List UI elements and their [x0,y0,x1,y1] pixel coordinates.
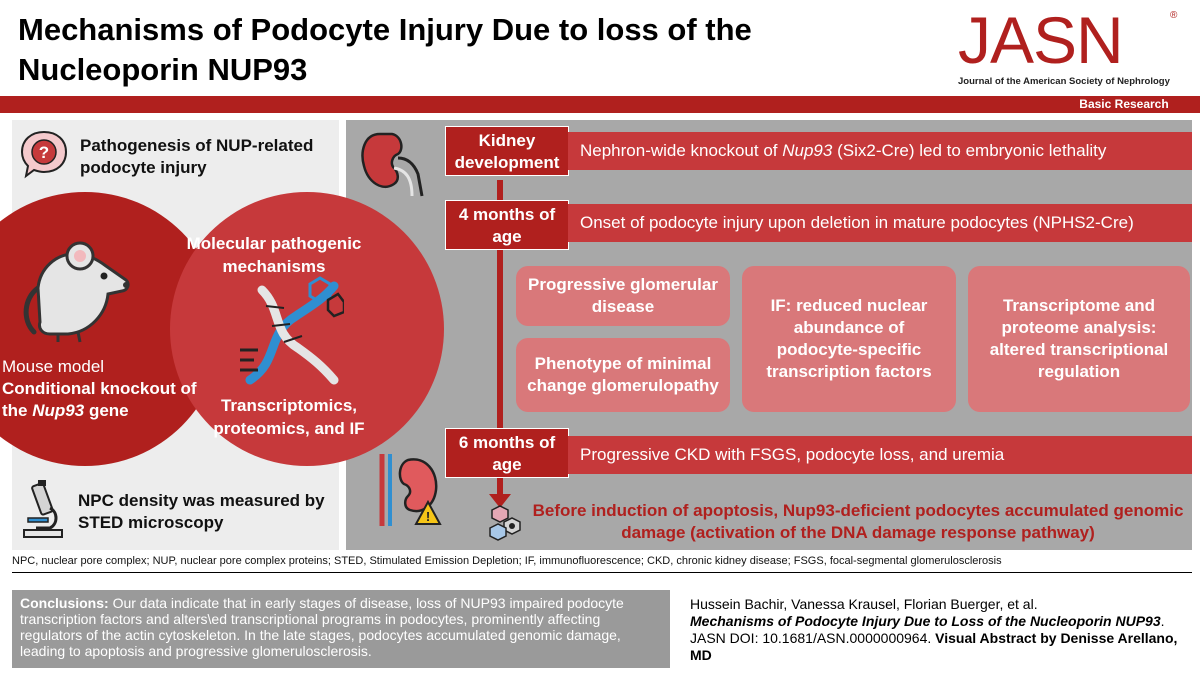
molecular-mechanisms-circle [170,192,444,466]
jasn-logo: JASN ® Journal of the American Society o… [952,2,1182,87]
kidney-icon [361,132,424,197]
header-bar [0,96,1200,112]
four-months-bar: Onset of podocyte injury upon deletion i… [568,204,1192,242]
kidney-development-bar: Nephron-wide knockout of Nup93 (Six2-Cre… [568,132,1192,170]
citation-credit: Visual Abstract by Denisse Arellano, MD [690,630,1178,663]
microscope-icon [23,480,63,538]
dna-damage-icon [489,505,521,541]
section-badge: Basic Research [1048,96,1200,113]
box-phenotype: Phenotype of minimal change glomerulopat… [516,338,730,412]
abbreviations: NPC, nuclear pore complex; NUP, nuclear … [12,555,1002,567]
citation-doi: . JASN DOI: 10.1681/ASN.0000000964. [690,613,1165,646]
footer-divider [12,572,1192,573]
knockout-label: Conditional knockout of the [2,379,197,420]
logo-word: JASN [958,3,1124,77]
molecular-mechanisms-title: Molecular pathogenic mechanisms [186,234,362,276]
damaged-kidney-icon: ! [379,454,442,526]
citation-authors: Hussein Bachir, Vanessa Krausel, Florian… [690,596,1038,612]
citation: Hussein Bachir, Vanessa Krausel, Florian… [690,596,1190,664]
pathogenesis-text: Pathogenesis of NUP-related podocyte inj… [80,136,314,177]
conclusions-box: Conclusions: Our data indicate that in e… [12,590,670,668]
timeline-arrowhead [489,494,511,508]
logo-registered-mark: ® [1170,10,1178,21]
box-progressive-disease: Progressive glomerular disease [516,266,730,326]
svg-text:!: ! [426,509,430,524]
mouse-model-label: Mouse model [2,357,105,376]
logo-subtitle: Journal of the American Society of Nephr… [958,76,1170,87]
stage-kidney-development: Kidney development [445,126,569,176]
question-speech-icon: ? [20,130,68,179]
timeline-line [497,180,503,498]
citation-title: Mechanisms of Podocyte Injury Due to Los… [690,613,1161,629]
kidney-development-text: Nephron-wide knockout of [580,141,778,160]
npc-density-text: NPC density was measured by STED microsc… [78,491,325,532]
knockout-gene-suffix: gene [88,401,129,420]
stage-4-months: 4 months of age [445,200,569,250]
page-title: Mechanisms of Podocyte Injury Due to los… [18,12,752,87]
apoptosis-text: Before induction of apoptosis, Nup93-def… [532,501,1184,542]
knockout-gene: Nup93 [32,401,85,420]
box-if-findings: IF: reduced nuclear abundance of podocyt… [742,266,956,412]
kidney-development-text-end: (Six2-Cre) led to embryonic lethality [837,141,1107,160]
molecular-methods-text: Transcriptomics, proteomics, and IF [213,396,365,438]
box-transcriptome: Transcriptome and proteome analysis: alt… [968,266,1190,412]
conclusions-label: Conclusions: [20,595,109,611]
kidney-development-gene: Nup93 [782,141,833,160]
six-months-bar: Progressive CKD with FSGS, podocyte loss… [568,436,1192,474]
stage-6-months: 6 months of age [445,428,569,478]
mouse-model-text: Mouse model Conditional knockout of the … [2,356,212,422]
header-divider [0,111,1200,113]
conclusions-text: Our data indicate that in early stages o… [20,595,624,659]
dna-helix-icon [240,276,344,385]
mouse-icon [23,241,130,343]
svg-text:?: ? [39,143,49,162]
